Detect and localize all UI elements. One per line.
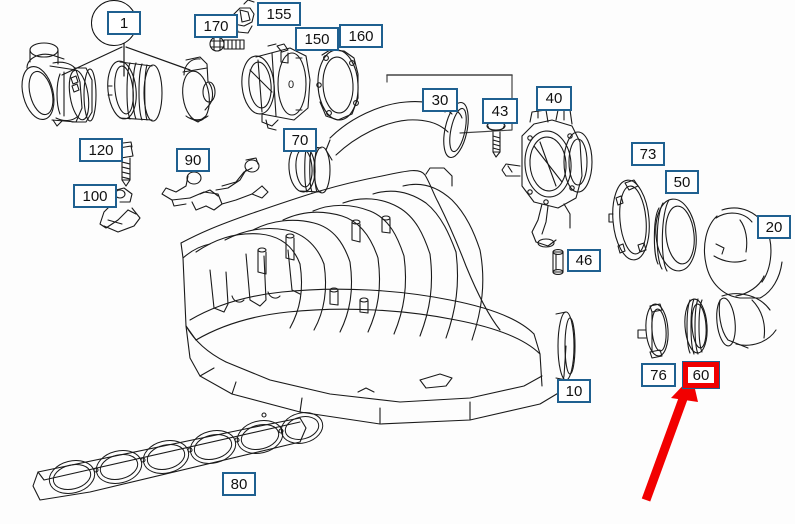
callout-box-20[interactable]: 20 (757, 215, 791, 239)
callout-box-43[interactable]: 43 (482, 98, 518, 124)
svg-text:0: 0 (288, 79, 294, 91)
callout-box-120[interactable]: 120 (79, 138, 123, 162)
callout-box-46[interactable]: 46 (567, 249, 601, 272)
callout-box-150[interactable]: 150 (295, 27, 339, 51)
callout-box-70[interactable]: 70 (283, 128, 317, 152)
callout-box-170[interactable]: 170 (194, 14, 238, 38)
callout-box-60[interactable]: 60 (682, 361, 720, 389)
callout-box-50[interactable]: 50 (665, 170, 699, 194)
callout-box-160[interactable]: 160 (339, 24, 383, 48)
callout-box-40[interactable]: 40 (536, 86, 572, 111)
callout-box-73[interactable]: 73 (631, 142, 665, 166)
callout-box-10[interactable]: 10 (557, 379, 591, 403)
callout-box-76[interactable]: 76 (641, 363, 676, 387)
callout-box-90[interactable]: 90 (176, 148, 210, 172)
callout-box-30[interactable]: 30 (422, 88, 458, 112)
callout-box-100[interactable]: 100 (73, 184, 117, 208)
callout-box-80[interactable]: 80 (222, 472, 256, 496)
callout-box-155[interactable]: 155 (257, 2, 301, 26)
callout-box-1[interactable]: 1 (107, 11, 141, 35)
